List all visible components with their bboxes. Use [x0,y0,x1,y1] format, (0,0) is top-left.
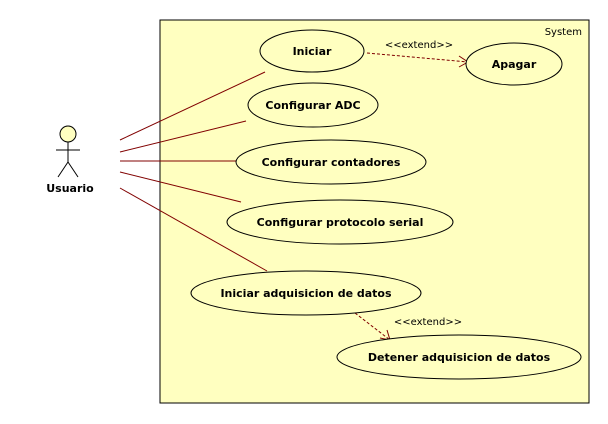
actor-right-leg [67,161,79,178]
actor-usuario[interactable]: Usuario [46,125,94,195]
use-case-configurar-protocolo-label: Configurar protocolo serial [257,216,424,229]
association-iniciar-adquisicion [119,187,268,272]
association-configurar-adc [119,120,247,153]
system-label: System [545,27,582,38]
use-case-apagar-label: Apagar [492,58,537,71]
extend-arrow-iniciar-apagar [366,52,469,63]
extend-arrow-adquisicion [354,312,391,341]
use-case-iniciar[interactable]: Iniciar [259,29,365,73]
use-case-iniciar-adquisicion-label: Iniciar adquisicion de datos [220,287,392,300]
use-case-detener-adquisicion[interactable]: Detener adquisicion de datos [336,334,582,380]
actor-left-leg [57,161,69,178]
extend-label-1: <<extend>> [385,40,453,51]
association-iniciar [119,71,266,141]
actor-head [59,125,77,143]
use-case-detener-adquisicion-label: Detener adquisicion de datos [368,351,551,364]
use-case-configurar-contadores-label: Configurar contadores [262,156,401,169]
use-case-configurar-adc[interactable]: Configurar ADC [247,82,379,128]
use-case-iniciar-adquisicion[interactable]: Iniciar adquisicion de datos [190,270,422,316]
use-case-configurar-adc-label: Configurar ADC [265,99,360,112]
association-configurar-protocolo [119,171,242,203]
use-case-configurar-protocolo[interactable]: Configurar protocolo serial [226,199,454,245]
use-case-configurar-contadores[interactable]: Configurar contadores [235,139,427,185]
actor-label: Usuario [46,182,94,195]
extend-label-2: <<extend>> [394,317,462,328]
use-case-apagar[interactable]: Apagar [465,42,563,86]
use-case-iniciar-label: Iniciar [293,45,332,58]
